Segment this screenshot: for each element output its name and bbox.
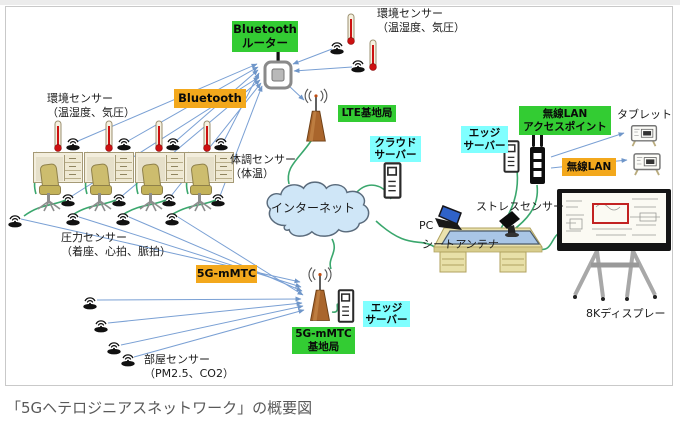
figure-caption: 「5Gヘテロジニアスネットワーク」の概要図 xyxy=(6,399,313,417)
wlan-access-point-box: 無線LAN アクセスポイント xyxy=(519,106,611,135)
wireless-sensor-icon xyxy=(114,211,132,226)
wireless-sensor-icon xyxy=(110,192,128,207)
thermometer-icon xyxy=(53,120,63,154)
thermometer-icon xyxy=(368,39,378,73)
pc-label: PC xyxy=(419,219,434,232)
tablet-label: タブレット xyxy=(617,108,672,121)
env-sensor-top-label: 環境センサー （温湿度、気圧） xyxy=(377,7,465,34)
bluetooth-router-icon xyxy=(263,46,293,90)
edge-server-right-box: エッジ サーバー xyxy=(461,126,508,153)
wireless-sensor-icon xyxy=(160,192,178,207)
8k-display-icon xyxy=(557,189,671,251)
display-stand-icon xyxy=(573,251,657,301)
8k-display-screen xyxy=(562,193,666,243)
wireless-sensor-icon xyxy=(6,213,24,228)
cloud-server-box: クラウド サーバー xyxy=(370,136,421,162)
tablet-icon xyxy=(632,152,662,176)
wireless-sensor-icon xyxy=(64,211,82,226)
wireless-sensor-icon xyxy=(64,136,82,151)
wireless-sensor-icon xyxy=(59,192,77,207)
wireless-sensor-icon xyxy=(81,295,99,310)
wireless-sensor-icon xyxy=(119,352,137,367)
cell-tower-icon xyxy=(299,88,333,142)
laptop-icon xyxy=(435,205,462,230)
wireless-sensor-icon xyxy=(115,136,133,151)
5g-mmtc-box: 5G-mMTC xyxy=(196,265,257,283)
highlight-rectangle xyxy=(592,203,629,224)
edge-server-bottom-box: エッジ サーバー xyxy=(363,301,410,327)
wireless-sensor-icon xyxy=(212,136,230,151)
wireless-sensor-icon xyxy=(209,192,227,207)
bluetooth-box: Bluetooth xyxy=(174,89,246,108)
stress-sensor-label: ストレスセンサー xyxy=(476,200,564,213)
seat-antenna-label: シートアンテナ xyxy=(421,238,500,251)
wireless-sensor-icon xyxy=(328,40,346,55)
pressure-sensor-label: 圧力センサー （着座、心拍、脈拍） xyxy=(61,231,171,258)
room-sensor-label: 部屋センサー （PM2.5、CO2） xyxy=(144,353,234,380)
thermometer-icon xyxy=(346,13,356,47)
wireless-sensor-icon xyxy=(163,211,181,226)
page-top-strip xyxy=(0,0,680,5)
wireless-sensor-icon xyxy=(92,318,110,333)
thermometer-icon xyxy=(202,120,212,154)
wireless-sensor-icon xyxy=(164,136,182,151)
server-icon xyxy=(383,162,402,199)
internet-label: インターネット xyxy=(270,201,355,215)
env-sensor-left-label: 環境センサー （温湿度、気圧） xyxy=(47,92,135,119)
cell-tower-icon xyxy=(303,266,337,322)
lte-base-station-box: LTE基地局 xyxy=(338,105,396,122)
body-sensor-label: 体調センサー （体温） xyxy=(230,153,296,180)
5g-mmtc-base-station-box: 5G-mMTC 基地局 xyxy=(292,327,355,354)
server-icon xyxy=(337,289,355,323)
wlan-box: 無線LAN xyxy=(562,158,616,176)
thermometer-icon xyxy=(104,120,114,154)
wireless-ap-icon xyxy=(530,130,545,184)
wireless-sensor-icon xyxy=(349,58,367,73)
8k-display-label: 8Kディスプレー xyxy=(586,307,666,320)
tablet-icon xyxy=(629,124,659,147)
bluetooth-router-box: Bluetooth ルーター xyxy=(232,21,298,52)
thermometer-icon xyxy=(154,120,164,154)
